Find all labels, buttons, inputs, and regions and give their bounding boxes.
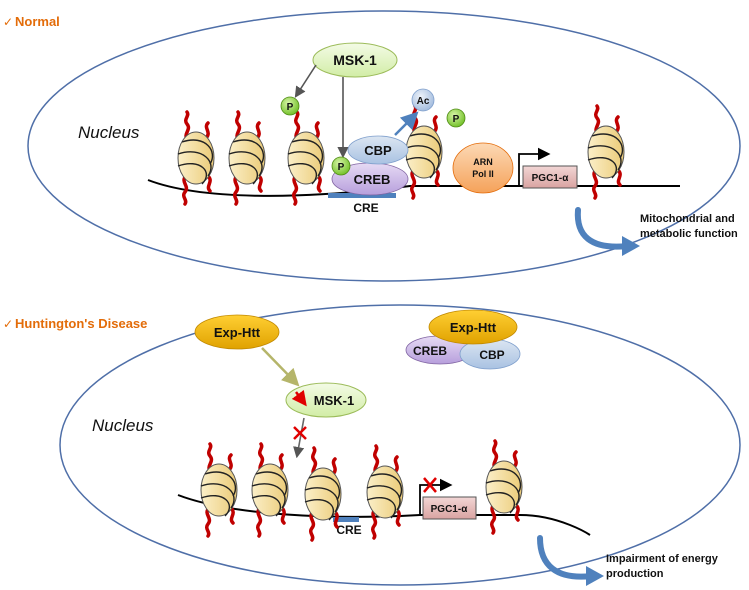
hd-msk1-blocked-arrow bbox=[293, 417, 305, 459]
normal-nucleosome-3 bbox=[286, 110, 326, 206]
normal-cre-bar bbox=[328, 193, 396, 198]
normal-tss-arrow bbox=[518, 147, 551, 186]
hd-exp-htt-oval-2 bbox=[428, 309, 518, 345]
normal-outcome-arrow bbox=[574, 207, 631, 250]
hd-nucleus-label: Nucleus bbox=[92, 416, 154, 435]
normal-creb-label: CREB bbox=[354, 172, 391, 187]
normal-phospho-creb-label: P bbox=[338, 162, 345, 173]
normal-phospho-creb bbox=[331, 156, 351, 176]
normal-phospho-histone bbox=[280, 96, 300, 116]
hd-outcome-line1: Impairment of energy bbox=[606, 553, 719, 565]
hd-nucleus-ellipse bbox=[59, 304, 741, 586]
hd-tss-arrow bbox=[419, 478, 453, 515]
normal-phospho-histone-2 bbox=[446, 108, 466, 128]
hd-panel: ✓ Huntington's Disease Nucleus Exp-Htt C… bbox=[3, 304, 741, 586]
normal-acetyl-label: Ac bbox=[417, 96, 430, 107]
normal-check-icon: ✓ bbox=[3, 15, 13, 29]
hd-cre-bar bbox=[333, 517, 359, 522]
normal-pgc1-box bbox=[522, 165, 578, 189]
hd-outcome-line2: production bbox=[606, 568, 664, 580]
hd-check-icon: ✓ bbox=[3, 317, 13, 331]
normal-acetylation-arrow bbox=[394, 111, 419, 136]
hd-nucleosome-1 bbox=[199, 442, 239, 538]
hd-exp-htt-oval bbox=[194, 314, 280, 350]
hd-block-x-icon bbox=[293, 426, 307, 440]
hd-nucleosome-2 bbox=[250, 442, 290, 538]
normal-nucleus-label: Nucleus bbox=[78, 123, 140, 142]
normal-phospho-histone-2-label: P bbox=[453, 114, 460, 125]
normal-phospho-histone-label: P bbox=[287, 102, 294, 113]
normal-polii-label: Pol II bbox=[472, 169, 494, 179]
hd-nucleosome-3 bbox=[303, 446, 343, 542]
normal-outcome-arrow-head bbox=[622, 236, 640, 256]
normal-nucleosome-2 bbox=[227, 110, 267, 206]
hd-outcome-arrow-head bbox=[586, 566, 604, 586]
hd-nucleosome-4 bbox=[365, 444, 405, 540]
normal-nucleosome-5 bbox=[586, 104, 626, 200]
normal-msk1-to-histone-arrow bbox=[294, 64, 317, 98]
hd-msk1-label: MSK-1 bbox=[314, 393, 354, 408]
hd-pgc1-label: PGC1-α bbox=[431, 504, 469, 515]
normal-pgc1-label: PGC1-α bbox=[532, 173, 570, 184]
hd-creb-label: CREB bbox=[413, 344, 447, 358]
normal-arn-polii-oval bbox=[452, 142, 514, 194]
normal-cre-label: CRE bbox=[353, 201, 378, 215]
hd-exp-htt-label: Exp-Htt bbox=[214, 325, 261, 340]
normal-title: Normal bbox=[15, 14, 60, 29]
normal-acetyl-badge bbox=[411, 88, 435, 112]
normal-panel: ✓ Normal Nucleus MSK-1 P CREB CBP P CRE bbox=[3, 10, 741, 282]
normal-nucleus-ellipse bbox=[27, 10, 741, 282]
normal-outcome-line1: Mitochondrial and bbox=[640, 213, 735, 225]
hd-exp-htt-label-2: Exp-Htt bbox=[450, 320, 497, 335]
hd-msk1-down-icon bbox=[291, 389, 307, 407]
hd-htt-to-msk1-arrow bbox=[261, 347, 300, 387]
hd-pgc1-box bbox=[422, 496, 477, 520]
hd-cbp-label: CBP bbox=[479, 348, 504, 362]
normal-arn-label: ARN bbox=[473, 157, 493, 167]
hd-outcome-arrow bbox=[537, 535, 595, 580]
normal-outcome-line2: metabolic function bbox=[640, 228, 738, 240]
hd-cre-label: CRE bbox=[336, 523, 361, 537]
hd-nucleosome-5 bbox=[484, 439, 524, 535]
normal-cbp-oval bbox=[347, 135, 409, 165]
hd-tss-block-x-icon bbox=[423, 477, 437, 493]
normal-msk1-oval bbox=[312, 42, 398, 78]
normal-cbp-label: CBP bbox=[364, 143, 392, 158]
normal-msk1-label: MSK-1 bbox=[333, 52, 377, 68]
hd-title: Huntington's Disease bbox=[15, 316, 147, 331]
